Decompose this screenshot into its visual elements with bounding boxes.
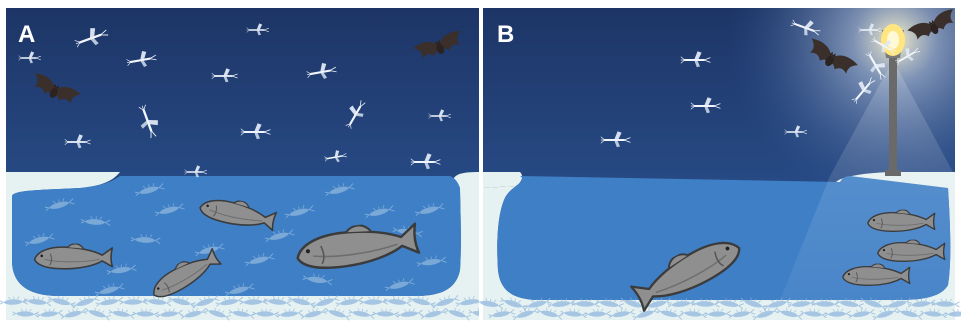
panel-divider bbox=[479, 8, 483, 320]
shore-left bbox=[483, 172, 522, 188]
panel-label-b: B bbox=[497, 21, 514, 48]
panel-b: B bbox=[475, 8, 961, 321]
panel-a: A bbox=[0, 8, 495, 320]
panel-label-a: A bbox=[18, 21, 35, 48]
